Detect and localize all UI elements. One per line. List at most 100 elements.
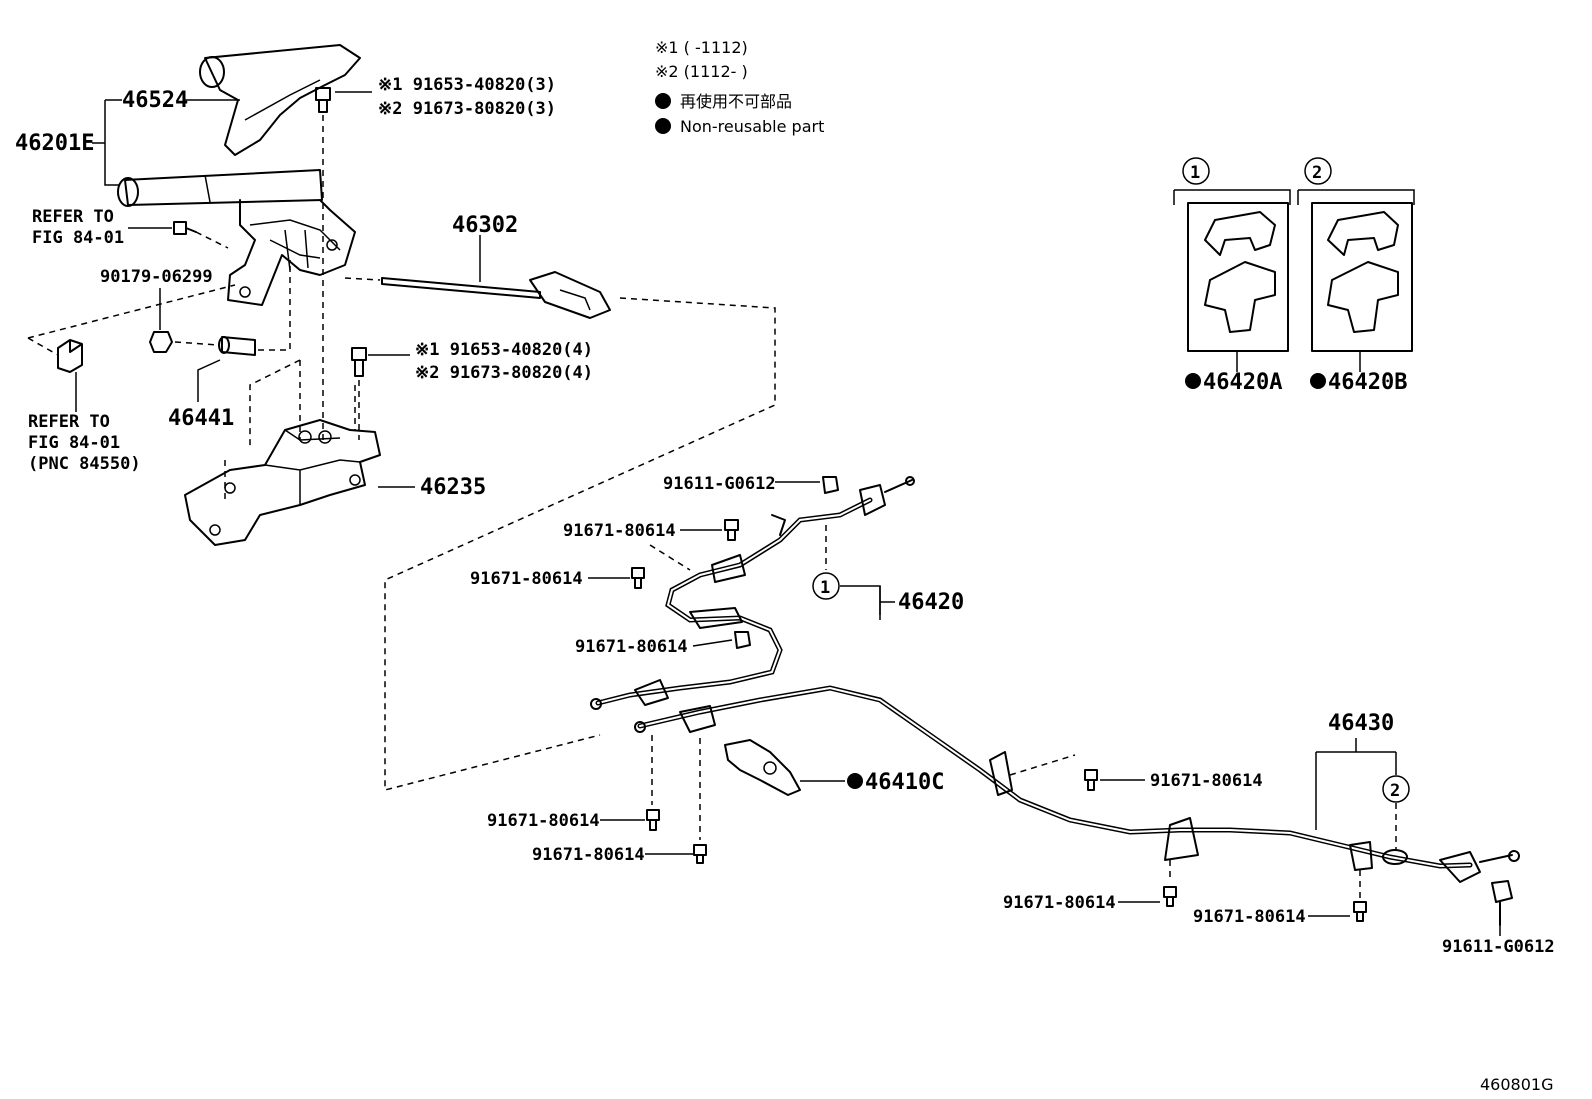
bracket-hole	[326, 239, 338, 251]
rod-dash	[344, 277, 381, 281]
screw-dash	[195, 231, 229, 249]
label-46235: 46235	[420, 475, 486, 500]
legend-nonreusable-jp: 再使用不可部品	[680, 92, 792, 111]
retainer-46410C-part	[724, 739, 801, 796]
bolt-icon	[315, 87, 331, 113]
label-91611-bottom: 91611-G0612	[1442, 937, 1555, 957]
plate-hole	[298, 430, 312, 444]
lever-assembly: 46524 46201E	[15, 44, 361, 306]
label-refer1-line1: REFER TO	[32, 207, 114, 227]
plate-hole	[224, 482, 236, 494]
leader-46430	[1315, 738, 1397, 830]
bolt-icon	[693, 844, 707, 864]
cable-end-tip	[1508, 850, 1520, 862]
nonreusable-dot-icon	[655, 118, 671, 134]
cable-46420-inner	[597, 499, 871, 704]
bolt-icon	[734, 631, 751, 649]
dash-91671-f	[1009, 754, 1076, 776]
screw-icon	[173, 221, 197, 235]
ref-circle-2	[1304, 157, 1332, 185]
cable-end-fitting	[1439, 851, 1513, 883]
nut-group: 90179-06299 46441	[100, 260, 291, 431]
grip-cover-opening	[199, 56, 225, 88]
bolt-icon	[1491, 880, 1513, 926]
label-91671-d: 91671-80614	[487, 811, 600, 831]
plate-hole	[318, 430, 332, 444]
label-46201E: 46201E	[15, 131, 94, 156]
legend-nonreusable-en: Non-reusable part	[680, 117, 824, 136]
label-91671-e: 91671-80614	[532, 845, 645, 865]
ref-2-label-cable: 2	[1390, 781, 1400, 801]
equalizer-detail	[559, 289, 591, 311]
label-46302: 46302	[452, 213, 518, 238]
legend: ※1 ( -1112) ※2 (1112- ) 再使用不可部品 Non-reus…	[655, 38, 824, 136]
bolt-icon	[351, 347, 367, 377]
cable-clamp	[989, 751, 1013, 796]
label-46420: 46420	[898, 590, 964, 615]
cable-end-tip	[634, 721, 646, 733]
spacer-dash	[258, 260, 291, 351]
bracket-line	[1173, 189, 1291, 205]
label-46420A: 46420A	[1203, 370, 1282, 395]
clip-detail-46420B: 2 46420B	[1297, 157, 1415, 395]
rod-46302: 46302	[344, 213, 611, 319]
clip-top-part	[1204, 211, 1276, 256]
bolt-icon	[631, 567, 645, 589]
bolt-icon	[1163, 886, 1177, 907]
label-91671-b: 91671-80614	[470, 569, 583, 589]
nut-dash	[174, 341, 219, 346]
cable-bracket	[679, 705, 716, 733]
cable-clip	[771, 514, 786, 536]
label-bolt4-b: ※2 91673-80820(4)	[415, 363, 593, 383]
lever-bracket-detail	[249, 219, 341, 271]
nonreusable-dot-icon	[847, 773, 863, 789]
clip-box-b	[1311, 202, 1413, 352]
label-46441: 46441	[168, 406, 234, 431]
leader-91671-c	[692, 639, 733, 647]
assembly-frame-dash	[384, 297, 776, 791]
lever-handle-end	[117, 177, 139, 207]
equalizer-part	[529, 271, 611, 319]
label-91611-top: 91611-G0612	[663, 474, 776, 494]
bracket-line	[1297, 189, 1415, 205]
cable-end-tip	[905, 476, 915, 486]
bolt-icon	[724, 519, 739, 541]
label-refer2-line3: (PNC 84550)	[28, 454, 141, 474]
diagram-id: 460801G	[1480, 1075, 1553, 1094]
clip-bottom-part	[1327, 261, 1399, 333]
clip-dash-2	[27, 337, 59, 356]
base-plate-dash	[224, 359, 356, 500]
label-91671-g: 91671-80614	[1003, 893, 1116, 913]
ref-1-label: 1	[1190, 163, 1200, 183]
bolt-icon	[1353, 901, 1367, 922]
label-bolt4-a: ※1 91653-40820(4)	[415, 340, 593, 360]
dash-91671-a	[649, 544, 691, 571]
cable-clip-ellipse	[1382, 849, 1408, 865]
label-bolt3-a: ※1 91653-40820(3)	[378, 75, 556, 95]
label-91671-a: 91671-80614	[563, 521, 676, 541]
clip-part	[57, 339, 83, 373]
bracket-hole	[239, 286, 251, 298]
cable-46420-leader	[840, 585, 881, 615]
rod-part	[381, 277, 541, 299]
label-46420B: 46420B	[1328, 370, 1407, 395]
cable-clamp	[1349, 841, 1373, 871]
plate-hole	[209, 524, 221, 536]
label-refer2-line1: REFER TO	[28, 412, 110, 432]
label-refer1-line2: FIG 84-01	[32, 228, 124, 248]
cable-end-tip	[590, 698, 602, 710]
cable-bracket	[689, 607, 743, 629]
legend-note-2: ※2 (1112- )	[655, 62, 748, 81]
plate-hole	[349, 474, 361, 486]
grip-cover-edge	[244, 79, 321, 121]
clip-bottom-part	[1204, 261, 1276, 333]
label-91671-h: 91671-80614	[1193, 907, 1306, 927]
lever-bracket-part	[227, 199, 356, 306]
spacer-leader	[197, 359, 221, 402]
label-46430: 46430	[1328, 711, 1394, 736]
label-91671-c: 91671-80614	[575, 637, 688, 657]
refer-block-2: REFER TO FIG 84-01 (PNC 84550)	[27, 284, 236, 474]
legend-note-1: ※1 ( -1112)	[655, 38, 748, 57]
nonreusable-dot-icon	[1310, 373, 1326, 389]
